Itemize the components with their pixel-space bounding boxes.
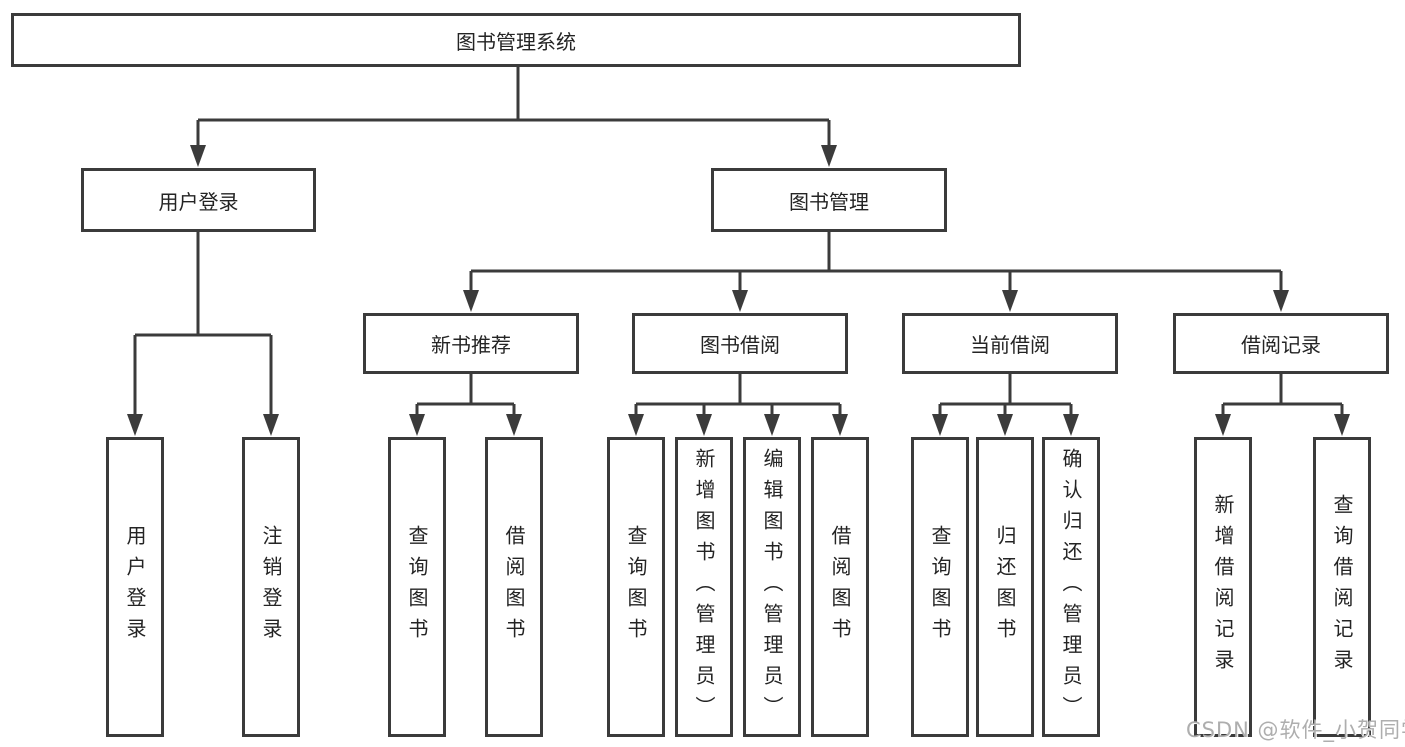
leaf-logout: 注销登录 xyxy=(242,437,300,737)
leaf-label: 查询借阅记录 xyxy=(1330,494,1354,680)
leaf-label: 归还图书 xyxy=(993,525,1017,649)
leaf-records-add-record: 新增借阅记录 xyxy=(1194,437,1252,737)
node-book-management: 图书管理 xyxy=(711,168,947,232)
leaf-label: 查询图书 xyxy=(405,525,429,649)
leaf-current-return-book: 归还图书 xyxy=(976,437,1034,737)
leaf-label: 借阅图书 xyxy=(828,525,852,649)
node-user-login: 用户登录 xyxy=(81,168,316,232)
node-new-book-recommendation: 新书推荐 xyxy=(363,313,579,374)
node-label: 新书推荐 xyxy=(431,333,511,357)
node-label: 借阅记录 xyxy=(1241,333,1321,357)
node-label: 图书管理 xyxy=(789,189,869,214)
arrowhead-icons xyxy=(127,145,1350,436)
node-root-library-system: 图书管理系统 xyxy=(11,13,1021,67)
leaf-recommend-query-book: 查询图书 xyxy=(388,437,446,737)
csdn-watermark: CSDN @软件_小贺同学 xyxy=(1186,718,1405,742)
leaf-records-query-record: 查询借阅记录 xyxy=(1313,437,1371,737)
node-borrowing-records: 借阅记录 xyxy=(1173,313,1389,374)
leaf-label: 编辑图书（管理员） xyxy=(760,447,784,727)
node-current-borrowing: 当前借阅 xyxy=(902,313,1118,374)
leaf-label: 确认归还（管理员） xyxy=(1059,447,1083,727)
leaf-recommend-borrow-book: 借阅图书 xyxy=(485,437,543,737)
node-label: 用户登录 xyxy=(158,189,239,214)
leaf-borrowing-borrow-book: 借阅图书 xyxy=(811,437,869,737)
leaf-current-confirm-return-admin: 确认归还（管理员） xyxy=(1042,437,1100,737)
leaf-label: 查询图书 xyxy=(624,525,648,649)
leaf-borrowing-edit-book-admin: 编辑图书（管理员） xyxy=(743,437,801,737)
leaf-label: 新增图书（管理员） xyxy=(692,447,716,727)
node-label: 当前借阅 xyxy=(970,333,1050,357)
leaf-user-login: 用户登录 xyxy=(106,437,164,737)
node-label: 图书管理系统 xyxy=(456,29,576,54)
leaf-borrowing-query-book: 查询图书 xyxy=(607,437,665,737)
leaf-borrowing-add-book-admin: 新增图书（管理员） xyxy=(675,437,733,737)
node-book-borrowing: 图书借阅 xyxy=(632,313,848,374)
leaf-label: 查询图书 xyxy=(928,525,952,649)
leaf-label: 注销登录 xyxy=(259,525,283,649)
leaf-label: 新增借阅记录 xyxy=(1211,494,1235,680)
node-label: 图书借阅 xyxy=(700,333,780,357)
leaf-label: 借阅图书 xyxy=(502,525,526,649)
leaf-current-query-book: 查询图书 xyxy=(911,437,969,737)
leaf-label: 用户登录 xyxy=(123,525,147,649)
